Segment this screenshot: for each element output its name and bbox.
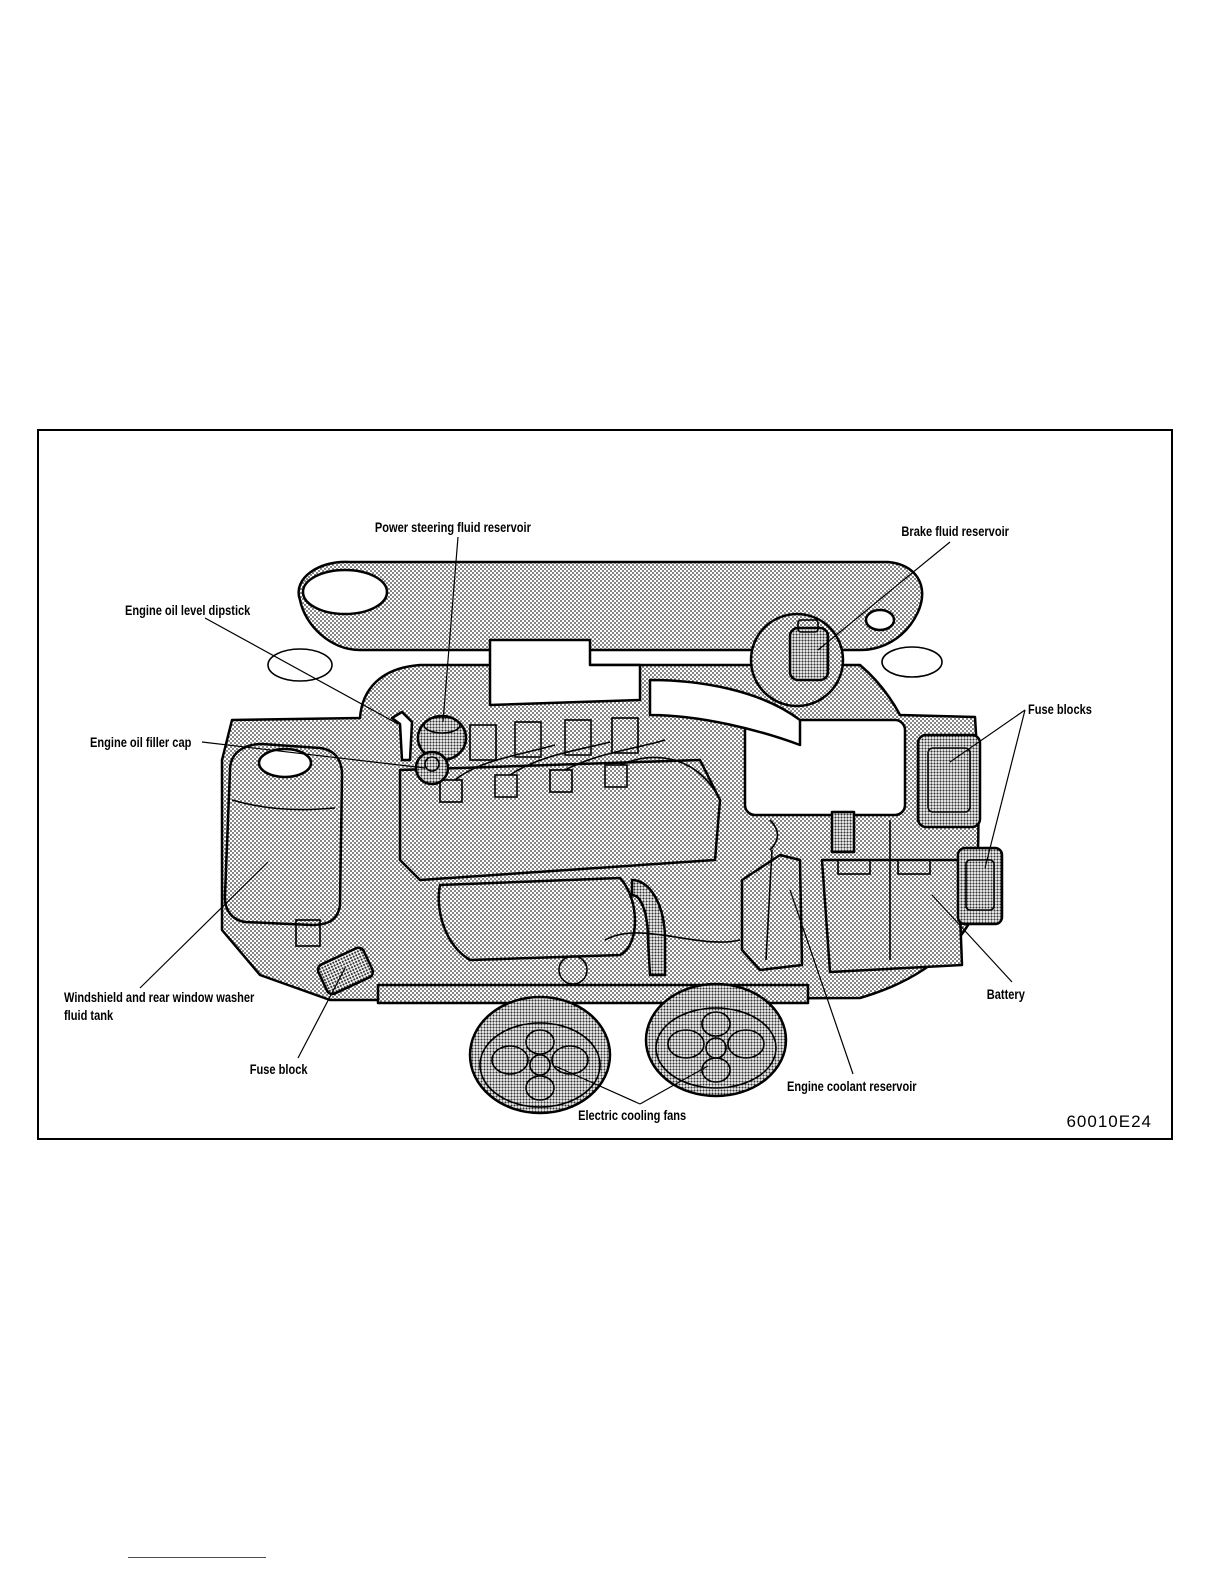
brake-fluid-reservoir xyxy=(790,628,828,680)
strut-hole-left xyxy=(268,649,332,681)
label-battery: Battery xyxy=(987,987,1025,1002)
figure-code: 60010E24 xyxy=(1066,1112,1152,1131)
label-fuse-block: Fuse block xyxy=(250,1062,308,1077)
cowl-vent-left xyxy=(303,570,387,614)
battery-cable-post xyxy=(832,812,854,852)
footer-link-underline[interactable] xyxy=(128,1557,266,1558)
valve-cover xyxy=(400,760,720,880)
cooling-fan-left xyxy=(470,997,610,1113)
oil-pan xyxy=(439,878,635,960)
label-washer-tank-line1: Windshield and rear window washer xyxy=(64,990,255,1005)
label-oil-filler: Engine oil filler cap xyxy=(90,735,192,750)
cooling-fan-right xyxy=(646,984,786,1096)
label-cooling-fans: Electric cooling fans xyxy=(578,1108,686,1123)
label-washer-tank-line2: fluid tank xyxy=(64,1008,113,1023)
battery xyxy=(822,860,962,972)
label-fuse-blocks: Fuse blocks xyxy=(1028,702,1092,717)
label-oil-dipstick: Engine oil level dipstick xyxy=(125,603,250,618)
engine-artwork xyxy=(222,562,1002,1113)
strut-hole-right xyxy=(882,647,942,677)
label-brake-fluid: Brake fluid reservoir xyxy=(901,524,1009,539)
label-power-steering: Power steering fluid reservoir xyxy=(375,520,531,535)
cowl-vent-right xyxy=(866,610,894,630)
label-coolant: Engine coolant reservoir xyxy=(787,1079,917,1094)
